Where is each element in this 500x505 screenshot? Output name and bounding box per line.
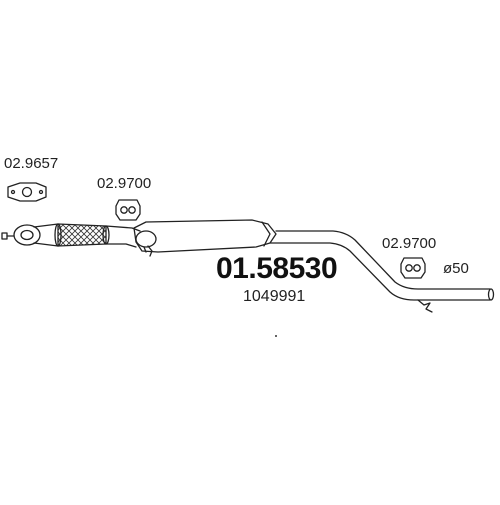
rubber-hanger-icon: [115, 199, 141, 221]
diameter-label: ø50: [443, 260, 469, 277]
rear-end-marker: [487, 288, 495, 301]
inlet-flange: [13, 223, 59, 247]
main-part-number: 01.58530: [216, 252, 338, 285]
hanger-part-label-left: 02.9700: [97, 175, 152, 192]
flex-pipe: [54, 223, 110, 247]
front-end-marker: [1, 232, 15, 240]
gasket-icon: [7, 182, 47, 202]
gasket-part-label: 02.9657: [4, 155, 59, 172]
oem-number: 1049991: [243, 288, 306, 305]
rubber-hanger-icon: [400, 257, 426, 279]
dot-mark: [275, 335, 277, 337]
rear-pipe: [269, 230, 491, 313]
hanger-part-label-right: 02.9700: [382, 235, 437, 252]
